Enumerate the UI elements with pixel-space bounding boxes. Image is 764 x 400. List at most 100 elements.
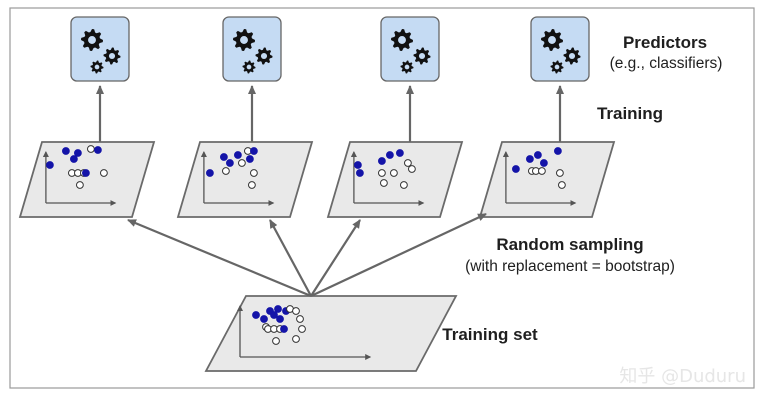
bootstrap-sample-panel [478, 141, 616, 218]
gear-icon [400, 60, 414, 74]
point-filled [554, 147, 562, 155]
point-empty [222, 167, 230, 175]
point-empty [292, 307, 300, 315]
gear-icon [233, 29, 255, 51]
gear-hole [554, 64, 560, 70]
sampling-arrow [127, 218, 312, 298]
point-empty [390, 169, 398, 177]
random-sampling-title: Random sampling [496, 235, 644, 254]
gear-hole [404, 64, 410, 70]
predictors-subtitle: (e.g., classifiers) [609, 55, 723, 72]
panel-shape [18, 141, 156, 218]
gears-icon [81, 29, 121, 74]
gear-icon [563, 47, 581, 65]
predictor-box [222, 16, 282, 82]
random-sampling-subtitle: (with replacement = bootstrap) [465, 258, 675, 275]
sampling-arrow [269, 219, 312, 297]
panel-shape [204, 295, 458, 372]
gear-icon [413, 47, 431, 65]
point-filled [526, 155, 534, 163]
point-filled [250, 147, 258, 155]
point-empty [292, 335, 300, 343]
predictor-box [380, 16, 440, 82]
point-empty [538, 167, 546, 175]
gear-icon [550, 60, 564, 74]
gears-icon [391, 29, 431, 74]
point-filled [70, 155, 78, 163]
point-filled [270, 311, 278, 319]
point-empty [272, 337, 280, 345]
bootstrap-sample-panel [326, 141, 464, 218]
point-filled [534, 151, 542, 159]
point-empty [378, 169, 386, 177]
point-filled [280, 325, 288, 333]
point-empty [380, 179, 388, 187]
point-empty [87, 145, 95, 153]
point-filled [246, 155, 254, 163]
point-filled [220, 153, 228, 161]
gear-hole [418, 52, 426, 60]
bootstrap-sample-panel [18, 141, 156, 218]
point-filled [62, 147, 70, 155]
point-empty [100, 169, 108, 177]
training-set-label: Training set [442, 325, 538, 344]
gear-hole [568, 52, 576, 60]
point-filled [94, 146, 102, 154]
gear-hole [88, 36, 96, 44]
point-filled [226, 159, 234, 167]
gear-icon [391, 29, 413, 51]
point-filled [206, 169, 214, 177]
point-filled [540, 159, 548, 167]
point-filled [74, 149, 82, 157]
point-filled [512, 165, 520, 173]
frame [9, 7, 755, 389]
gear-hole [94, 64, 100, 70]
predictors-title: Predictors [622, 33, 708, 52]
point-empty [248, 181, 256, 189]
gear-icon [242, 60, 256, 74]
point-filled [274, 305, 282, 313]
training-label: Training [596, 104, 664, 123]
point-filled [396, 149, 404, 157]
point-empty [556, 169, 564, 177]
panel-shape [176, 141, 314, 218]
gear-icon [90, 60, 104, 74]
sampling-arrow [310, 219, 361, 297]
gear-icon [255, 47, 273, 65]
predictor-box [70, 16, 130, 82]
point-empty [408, 165, 416, 173]
point-filled [386, 151, 394, 159]
point-filled [260, 315, 268, 323]
point-filled [276, 315, 284, 323]
gear-icon [103, 47, 121, 65]
sampling-arrow [310, 213, 487, 297]
point-empty [296, 315, 304, 323]
point-filled [252, 311, 260, 319]
point-empty [404, 159, 412, 167]
watermark: 知乎 @Duduru [619, 366, 746, 387]
panel-shape [478, 141, 616, 218]
gear-hole [548, 36, 556, 44]
gear-icon [81, 29, 103, 51]
gear-hole [246, 64, 252, 70]
point-filled [234, 151, 242, 159]
point-empty [76, 181, 84, 189]
gears-icon [541, 29, 581, 74]
point-filled [46, 161, 54, 169]
point-filled [82, 169, 90, 177]
point-filled [354, 161, 362, 169]
predictor-box [530, 16, 590, 82]
gear-hole [398, 36, 406, 44]
gears-icon [233, 29, 273, 74]
bootstrap-sample-panel [176, 141, 314, 218]
point-filled [378, 157, 386, 165]
panel-shape [326, 141, 464, 218]
point-filled [356, 169, 364, 177]
point-empty [400, 181, 408, 189]
point-empty [298, 325, 306, 333]
gear-hole [108, 52, 116, 60]
gear-icon [541, 29, 563, 51]
point-empty [558, 181, 566, 189]
point-empty [238, 159, 246, 167]
